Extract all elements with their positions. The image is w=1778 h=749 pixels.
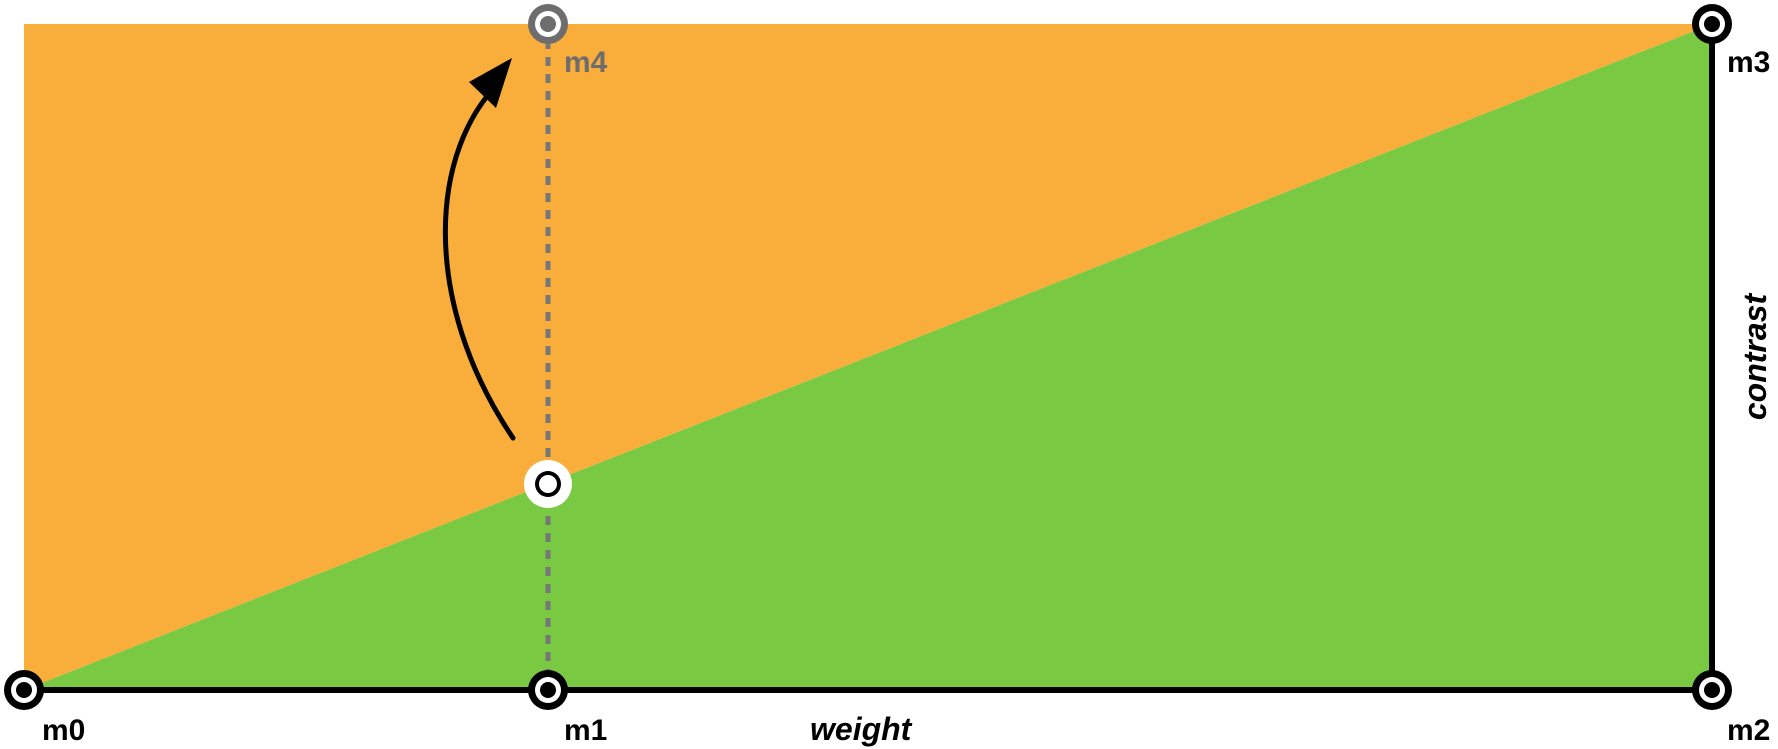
master-point-m0[interactable] (4, 670, 44, 710)
contrast-axis-label: contrast (1737, 293, 1773, 421)
master-point-m3[interactable] (1692, 4, 1732, 44)
weight-axis-label: weight (810, 711, 913, 747)
label-m2: m2 (1727, 714, 1770, 747)
curved-arrow-icon (442, 58, 516, 441)
label-m0: m0 (42, 714, 85, 747)
lower-region (24, 24, 1712, 690)
label-m1: m1 (564, 714, 607, 747)
master-point-m1[interactable] (528, 670, 568, 710)
master-point-m2[interactable] (1692, 670, 1732, 710)
label-m4: m4 (564, 46, 608, 79)
instance-point[interactable] (524, 460, 572, 508)
master-point-m4[interactable] (528, 4, 568, 44)
label-m3: m3 (1727, 46, 1770, 79)
